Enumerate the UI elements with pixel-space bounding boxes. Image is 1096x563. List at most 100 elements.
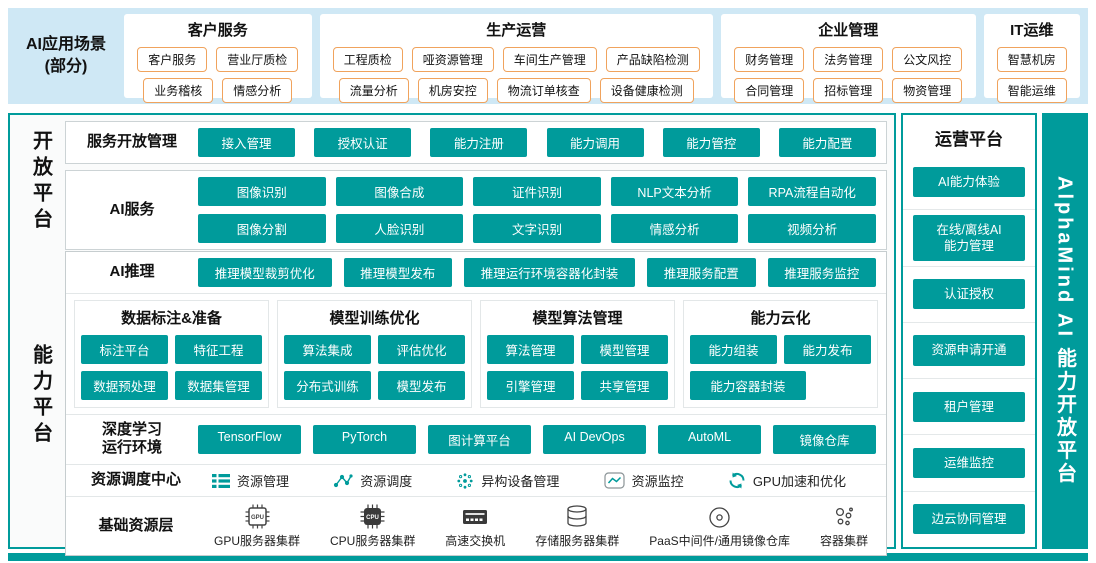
operations-item: 认证授权 xyxy=(903,265,1035,322)
brand-vertical-title: AlphaMind AI 能力开放平台 xyxy=(1053,176,1076,486)
capability-item: 视频分析 xyxy=(748,214,876,243)
base-resource-label: CPU服务器集群 xyxy=(329,534,416,549)
capability-item: 图像识别 xyxy=(198,177,326,206)
scheduling-item: GPU加速和优化 xyxy=(728,471,846,490)
capability-item: RPA流程自动化 xyxy=(748,177,876,206)
scheduling-item-label: 资源管理 xyxy=(237,474,290,490)
gpu-accelerate-icon xyxy=(728,472,746,489)
scenario-group-it-ops: IT运维 智慧机房 智能运维 xyxy=(983,14,1081,103)
capability-item: 模型管理 xyxy=(581,334,668,364)
scheduling-item-label: GPU加速和优化 xyxy=(752,474,846,490)
scenario-item: 智慧机房 xyxy=(996,47,1067,72)
base-resource-item: 存储服务器集群 xyxy=(535,504,619,549)
capability-item: 能力组装 xyxy=(690,334,777,364)
svg-text:CPU: CPU xyxy=(366,515,379,521)
main-row: 开放平台 服务开放管理 接入管理 授权认证 能力注册 能力调用 能力管控 能力配… xyxy=(8,113,1088,557)
capability-item: 数据预处理 xyxy=(81,370,168,400)
network-icon xyxy=(333,473,353,489)
operations-item: AI能力体验 xyxy=(903,154,1035,209)
scenario-item: 情感分析 xyxy=(222,78,293,103)
capability-item: 能力发布 xyxy=(784,334,871,364)
operations-item: 边云协同管理 xyxy=(903,490,1035,547)
list-icon xyxy=(212,473,230,489)
group-title: 生产运营 xyxy=(486,22,547,39)
scenario-item: 车间生产管理 xyxy=(502,47,597,72)
capability-item: 推理服务配置 xyxy=(647,257,756,287)
operations-item-label: 认证授权 xyxy=(913,279,1025,310)
svg-text:GPU: GPU xyxy=(250,515,263,521)
switch-icon xyxy=(461,505,489,530)
capability-item: 数据集管理 xyxy=(175,370,262,400)
operations-platform-panel: 运营平台 AI能力体验 在线/离线AI 能力管理 认证授权 资源申请开通 租户管… xyxy=(901,113,1037,549)
scheduling-item: 资源管理 xyxy=(212,471,289,490)
scenario-item: 物资管理 xyxy=(892,78,963,103)
scheduling-item-label: 异构设备管理 xyxy=(481,474,560,490)
cpu-chip-icon: CPU xyxy=(359,503,386,530)
capability-item: 推理服务监控 xyxy=(767,257,876,287)
row-title: AI推理 xyxy=(109,262,155,280)
base-resource-item: GPU GPU服务器集群 xyxy=(214,503,300,549)
column-title: 能力云化 xyxy=(750,309,811,327)
capability-item: NLP文本分析 xyxy=(610,177,739,206)
capability-item: 图计算平台 xyxy=(428,424,531,454)
scheduling-item-label: 资源调度 xyxy=(360,474,413,490)
capability-item: 文字识别 xyxy=(473,214,601,243)
column-data-annotation: 数据标注&准备 标注平台 特征工程 数据预处理 数据集管理 xyxy=(74,299,269,408)
base-resource-row: 基础资源层 GPU GPU服务器集群 CPU CPU服务器集群 xyxy=(66,497,886,555)
devices-cluster-icon xyxy=(456,472,474,490)
capability-item: 算法集成 xyxy=(284,334,371,364)
capability-item: 能力调用 xyxy=(546,128,644,157)
column-model-training: 模型训练优化 算法集成 评估优化 分布式训练 模型发布 xyxy=(277,299,472,408)
operations-item-label: 边云协同管理 xyxy=(913,504,1025,535)
operations-item-label: 租户管理 xyxy=(913,391,1025,422)
operations-item: 运维监控 xyxy=(903,434,1035,490)
brand-bar: AlphaMind AI 能力开放平台 xyxy=(1042,113,1088,549)
column-model-algorithm: 模型算法管理 算法管理 模型管理 引擎管理 共享管理 xyxy=(480,299,675,408)
base-resource-label: 高速交换机 xyxy=(445,534,506,549)
capability-item: 共享管理 xyxy=(581,370,668,400)
capability-item: 能力配置 xyxy=(778,128,876,157)
column-capability-cloud: 能力云化 能力组装 能力发布 能力容器封装 xyxy=(683,299,878,408)
operations-item: 在线/离线AI 能力管理 xyxy=(903,209,1035,265)
operations-platform-title: 运营平台 xyxy=(935,130,1003,149)
column-title: 模型算法管理 xyxy=(532,309,623,327)
capability-item: AI DevOps xyxy=(543,424,646,454)
scenario-item: 招标管理 xyxy=(813,78,884,103)
capability-item: 引擎管理 xyxy=(487,370,574,400)
bottom-accent-strip xyxy=(8,553,1088,561)
capability-item: 证件识别 xyxy=(473,177,601,206)
capability-item: 图像分割 xyxy=(198,214,326,243)
group-title: 客户服务 xyxy=(187,22,248,39)
base-resource-label: 容器集群 xyxy=(819,534,868,549)
service-open-mgmt-panel: 服务开放管理 接入管理 授权认证 能力注册 能力调用 能力管控 能力配置 xyxy=(65,121,887,164)
capability-item: 情感分析 xyxy=(610,214,739,243)
operations-item-label: 在线/离线AI 能力管理 xyxy=(913,214,1025,262)
ai-services-panel: AI服务 图像识别 图像合成 证件识别 NLP文本分析 RPA流程自动化 图像分… xyxy=(65,170,887,250)
group-title: IT运维 xyxy=(1010,22,1054,39)
scenario-group-enterprise-mgmt: 企业管理 财务管理 法务管理 公文风控 合同管理 招标管理 物资管理 xyxy=(721,14,976,103)
capability-item: 推理模型发布 xyxy=(343,257,452,287)
capability-item: 能力容器封装 xyxy=(690,370,806,400)
capability-item: 能力管控 xyxy=(662,128,760,157)
scheduling-item-label: 资源监控 xyxy=(631,474,684,490)
scenario-item: 法务管理 xyxy=(813,47,884,72)
scenario-item: 哑资源管理 xyxy=(411,47,494,72)
gpu-chip-icon: GPU xyxy=(244,503,271,530)
scenario-item: 流量分析 xyxy=(338,78,409,103)
capability-item: 授权认证 xyxy=(314,128,412,157)
capability-item: 图像合成 xyxy=(335,177,464,206)
scenario-item: 财务管理 xyxy=(734,47,805,72)
ai-inference-row: AI推理 推理模型裁剪优化 推理模型发布 推理运行环境容器化封装 推理服务配置 … xyxy=(66,252,886,294)
scenario-group-production-ops: 生产运营 工程质检 哑资源管理 车间生产管理 产品缺陷检测 流量分析 机房安控 … xyxy=(319,14,714,103)
column-title: 模型训练优化 xyxy=(329,309,420,327)
capability-platform-section: 能力平台 AI推理 推理模型裁剪优化 推理模型发布 推理运行环境容器化封装 推理… xyxy=(17,250,887,557)
scenario-item: 合同管理 xyxy=(734,78,805,103)
base-resource-label: PaaS中间件/通用镜像仓库 xyxy=(649,534,790,549)
panel-title: AI服务 xyxy=(109,200,155,218)
scenario-item: 工程质检 xyxy=(332,47,403,72)
storage-icon xyxy=(564,504,590,530)
scenario-item: 物流订单核查 xyxy=(496,78,591,103)
capability-item: AutoML xyxy=(658,424,761,454)
capability-item: PyTorch xyxy=(313,424,416,454)
scenario-item: 公文风控 xyxy=(892,47,963,72)
